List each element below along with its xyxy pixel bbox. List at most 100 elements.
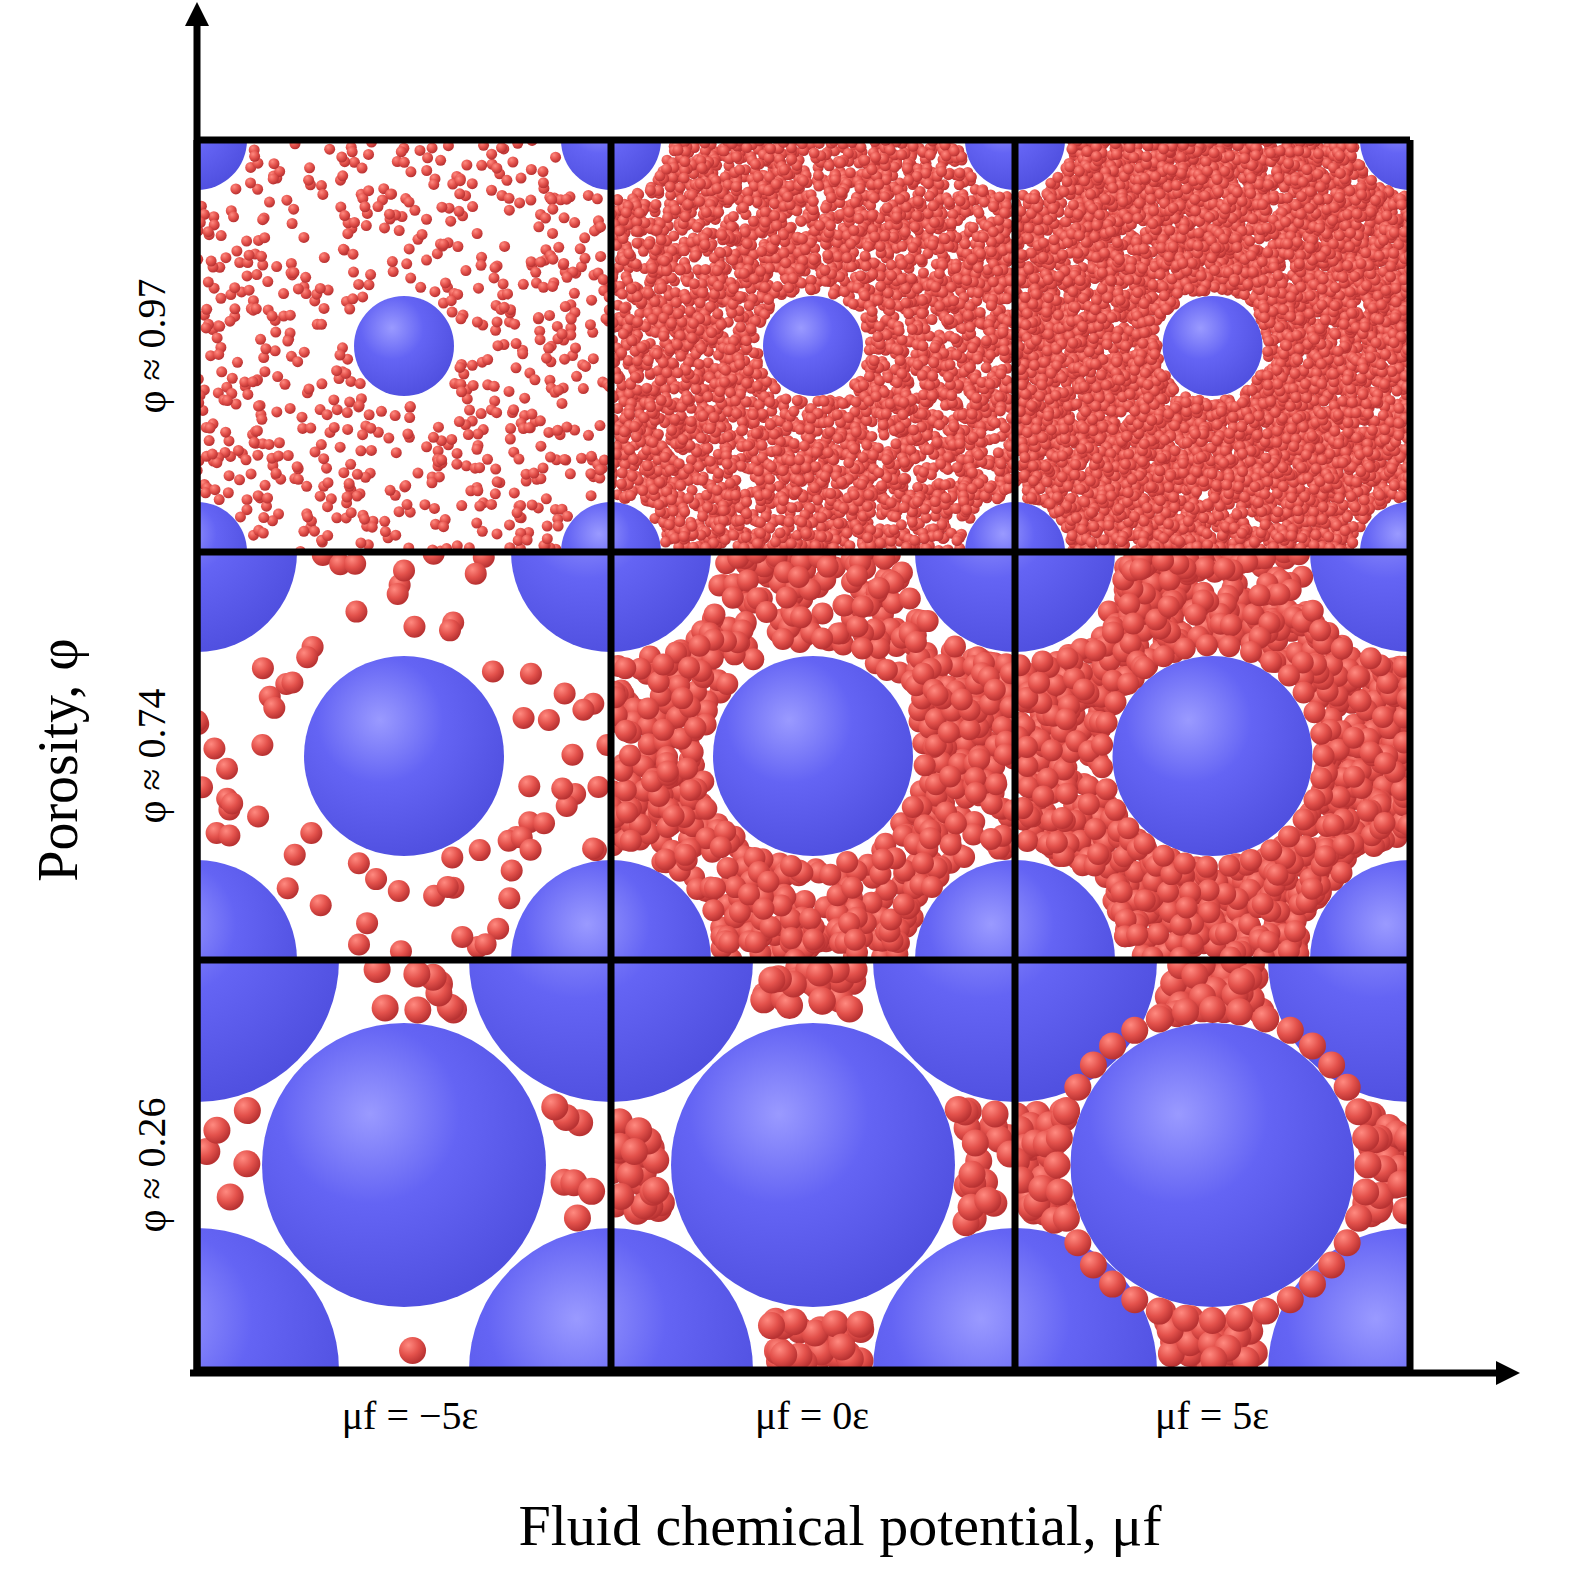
- fluid-particle: [404, 197, 415, 208]
- fluid-particle: [421, 214, 432, 225]
- fluid-particle: [274, 437, 285, 448]
- fluid-particle: [383, 433, 394, 444]
- fluid-particle: [502, 288, 513, 299]
- fluid-particle: [231, 245, 242, 256]
- fluid-particle: [428, 432, 439, 443]
- fluid-particle: [390, 530, 401, 541]
- solid-sphere: [763, 296, 863, 396]
- fluid-particle: [524, 422, 535, 433]
- fluid-particle: [566, 314, 577, 325]
- fluid-particle: [384, 209, 395, 220]
- fluid-particle: [271, 406, 282, 417]
- fluid-particle: [249, 437, 260, 448]
- fluid-particle: [464, 405, 475, 416]
- fluid-particle: [361, 220, 372, 231]
- fluid-particle: [559, 454, 570, 465]
- fluid-particle: [561, 194, 572, 205]
- fluid-particle: [268, 173, 279, 184]
- fluid-particle: [456, 386, 467, 397]
- fluid-particle: [504, 386, 515, 397]
- fluid-particle: [482, 454, 493, 465]
- fluid-particle: [363, 149, 374, 160]
- fluid-particle: [302, 511, 313, 522]
- fluid-particle: [288, 267, 299, 278]
- fluid-particle: [285, 403, 296, 414]
- fluid-particle: [203, 277, 214, 288]
- fluid-particle: [331, 365, 342, 376]
- fluid-particle: [359, 201, 370, 212]
- fluid-particle: [233, 445, 244, 456]
- fluid-particle: [317, 189, 328, 200]
- fluid-particle: [538, 462, 549, 473]
- fluid-particle: [492, 340, 503, 351]
- fluid-particle: [353, 279, 364, 290]
- fluid-particle: [223, 487, 234, 498]
- fluid-particle: [354, 400, 365, 411]
- fluid-particle: [298, 526, 309, 537]
- fluid-particle: [454, 416, 465, 427]
- fluid-particle: [586, 295, 597, 306]
- fluid-particle: [336, 152, 347, 163]
- fluid-particle: [296, 412, 307, 423]
- fluid-particle: [543, 343, 554, 354]
- fluid-particle: [472, 228, 483, 239]
- fluid-particle: [352, 491, 363, 502]
- fluid-particle: [281, 195, 292, 206]
- fluid-particle: [342, 424, 353, 435]
- fluid-particle: [595, 464, 606, 475]
- fluid-particle: [328, 394, 339, 405]
- fluid-particle: [570, 342, 581, 353]
- fluid-particle: [348, 249, 359, 260]
- fluid-particle: [415, 282, 426, 293]
- fluid-particle: [535, 257, 546, 268]
- fluid-particle: [220, 252, 231, 263]
- fluid-particle: [259, 232, 270, 243]
- fluid-particle: [467, 178, 478, 189]
- fluid-particle: [322, 409, 333, 420]
- fluid-particle: [379, 516, 390, 527]
- fluid-particle: [214, 494, 225, 505]
- fluid-particle: [322, 477, 333, 488]
- fluid-particle: [339, 210, 350, 221]
- fluid-particle: [472, 485, 483, 496]
- fluid-particle: [298, 232, 309, 243]
- fluid-particle: [344, 304, 355, 315]
- fluid-particle: [257, 214, 268, 225]
- fluid-particle: [256, 251, 267, 262]
- fluid-particle: [530, 267, 541, 278]
- fluid-particle: [387, 256, 398, 267]
- fluid-particle: [335, 442, 346, 453]
- fluid-particle: [535, 415, 546, 426]
- fluid-particle: [331, 512, 342, 523]
- fluid-particle: [516, 173, 527, 184]
- fluid-particle: [490, 464, 501, 475]
- fluid-particle: [595, 251, 606, 262]
- fluid-particle: [396, 146, 407, 157]
- fluid-particle: [513, 454, 524, 465]
- fluid-particle: [547, 254, 558, 265]
- fluid-particle: [349, 217, 360, 228]
- fluid-particle: [499, 302, 510, 313]
- fluid-particle: [319, 303, 330, 314]
- fluid-particle: [414, 145, 425, 156]
- fluid-particle: [491, 528, 502, 539]
- fluid-particle: [337, 170, 348, 181]
- fluid-particle: [338, 244, 349, 255]
- fluid-particle: [586, 451, 597, 462]
- fluid-particle: [401, 258, 412, 269]
- fluid-particle: [417, 229, 428, 240]
- fluid-particle: [575, 243, 586, 254]
- fluid-particle: [322, 530, 333, 541]
- fluid-particle: [205, 423, 216, 434]
- fluid-particle: [332, 404, 343, 415]
- fluid-particle: [467, 360, 478, 371]
- fluid-particle: [526, 256, 537, 267]
- fluid-particle: [357, 291, 368, 302]
- fluid-particle: [583, 430, 594, 441]
- fluid-particle: [421, 165, 432, 176]
- fluid-particle: [476, 160, 487, 171]
- fluid-particle: [522, 534, 533, 545]
- fluid-particle: [438, 239, 449, 250]
- fluid-particle: [347, 293, 358, 304]
- fluid-particle: [319, 252, 330, 263]
